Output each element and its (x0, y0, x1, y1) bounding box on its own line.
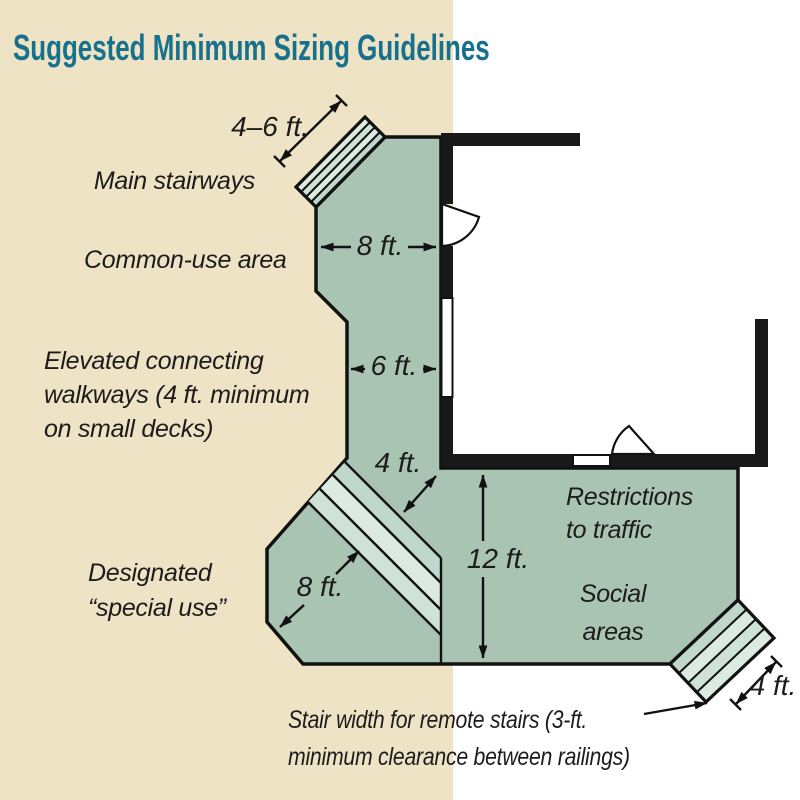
label-line: Elevated connecting (44, 347, 264, 375)
page-title: Suggested Minimum Sizing Guidelines (13, 27, 490, 68)
label-social-areas: Social areas (565, 575, 661, 651)
house-walls (441, 133, 768, 467)
label-line: areas (582, 618, 644, 646)
dim-arrow-8ft-low (279, 604, 305, 628)
caption-line: minimum clearance between railings) (288, 743, 630, 771)
dim-tick (770, 655, 783, 668)
label-designated-special-use: Designated “special use” (88, 556, 226, 626)
label-line: walkways (4 ft. minimum (44, 381, 310, 409)
dimension-social-area-depth: 12 ft. (466, 543, 530, 574)
label-main-stairways: Main stairways (93, 167, 255, 195)
stair-tread (311, 132, 385, 207)
walkway-stripe (320, 475, 441, 610)
stair-tread (679, 609, 756, 683)
stair-tread (306, 127, 380, 202)
dim-arrow-8ft-high (335, 550, 360, 575)
dim-arrow-main-stairway (279, 100, 342, 162)
label-line: Designated (88, 559, 212, 587)
right-wall (755, 319, 768, 459)
label-line: to traffic (566, 516, 652, 544)
dim-arrow-remote-stairs (735, 661, 777, 705)
door-threshold (572, 454, 611, 467)
door-swing-top (440, 202, 481, 248)
caption-line: Stair width for remote stairs (3-ft. (288, 706, 588, 734)
left-wall-mid (441, 246, 453, 300)
label-line: Social (579, 580, 647, 608)
label-restrictions-to-traffic: Restrictions to traffic (566, 481, 693, 547)
label-line: “special use” (88, 594, 226, 622)
label-line: Restrictions (566, 483, 693, 511)
stair-tread (670, 600, 747, 673)
elevated-walkway-hatch (307, 461, 443, 663)
dim-arrow-walkway-min (403, 475, 437, 513)
left-wall-upper (441, 133, 453, 204)
caption-remote-stairs: Stair width for remote stairs (3-ft. min… (288, 702, 630, 776)
dimension-arrows (273, 94, 783, 716)
dimension-special-use-depth: 8 ft. (296, 571, 344, 602)
dim-tick (729, 698, 742, 711)
label-line: on small decks) (44, 415, 214, 443)
dimension-common-use-width: 8 ft. (356, 230, 404, 261)
stair-tread (697, 628, 774, 702)
dimension-main-stairway-width: 4–6 ft. (231, 111, 309, 142)
dim-tick (335, 94, 348, 107)
left-wall-lower (441, 395, 453, 455)
dimension-walkway-minimum: 4 ft. (374, 447, 422, 478)
dim-tick (273, 155, 286, 168)
label-common-use-area: Common-use area (84, 246, 287, 274)
dimension-walkway-width: 6 ft. (370, 350, 418, 381)
dimension-remote-stair-width: 4 ft. (749, 670, 797, 701)
top-wall (441, 133, 580, 146)
door-swing-bottom (610, 424, 657, 456)
walkway-stripe (308, 489, 441, 635)
window (440, 297, 454, 398)
stair-tread (688, 619, 765, 692)
label-elevated-walkways: Elevated connecting walkways (4 ft. mini… (44, 344, 310, 446)
remote-stairway (667, 597, 777, 705)
caption-callout-arrow (643, 700, 708, 716)
walkway-stripe (333, 462, 441, 583)
